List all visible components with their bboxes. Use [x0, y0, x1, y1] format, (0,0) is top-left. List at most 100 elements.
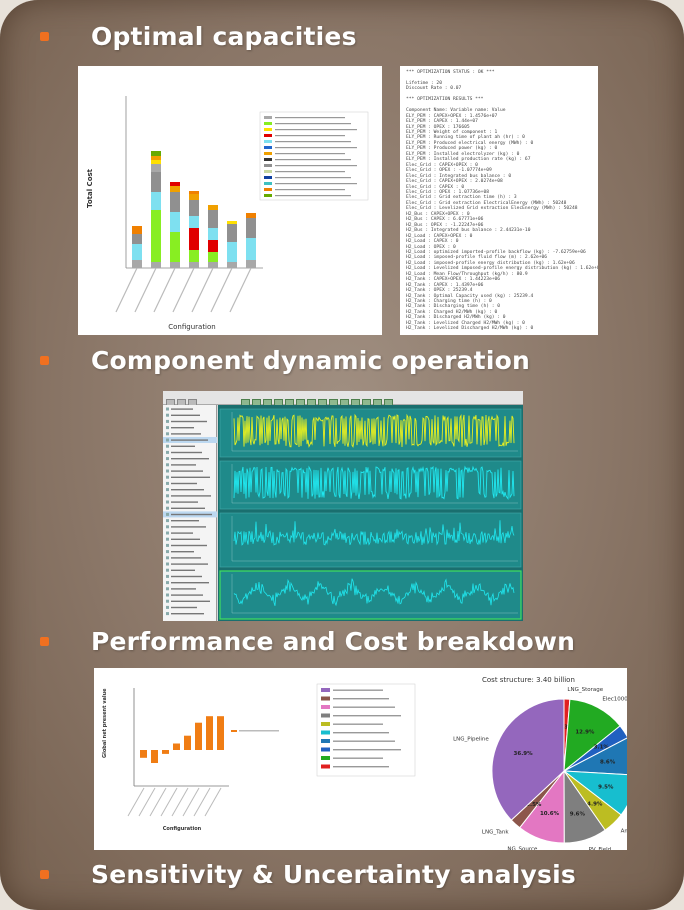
pie-slice-label: Ammonia_Cycle	[621, 828, 627, 834]
cost-legend-entry	[275, 195, 351, 197]
cost-bar-segment	[151, 172, 161, 192]
cost-legend-entry	[275, 171, 345, 173]
tree-item[interactable]	[171, 408, 193, 410]
cost-legend-swatch	[264, 158, 272, 161]
log-line: ELY_PEM : Running time of plant ah (hr) …	[406, 135, 525, 141]
tree-item[interactable]	[171, 414, 200, 416]
tree-item[interactable]	[171, 458, 209, 460]
tree-item[interactable]	[171, 476, 210, 478]
log-line: Lifetime : 20	[406, 80, 442, 86]
cost-bar-segment	[246, 218, 256, 238]
log-line: *** OPTIMIZATION RESULTS ***	[406, 97, 484, 103]
tree-item[interactable]	[171, 420, 207, 423]
pie-legend-swatch	[321, 713, 330, 718]
log-line: H2_Tank : CAPEX+OPEX : 1.44223e+06	[406, 277, 501, 283]
tree-item[interactable]	[171, 464, 196, 466]
tree-item[interactable]	[171, 557, 201, 559]
pie-pct-label: 36.9%	[514, 751, 534, 757]
tree-item[interactable]	[171, 613, 204, 615]
pie-legend-swatch	[321, 696, 330, 701]
dynamic-operation-screenshot	[163, 391, 523, 621]
tree-item[interactable]	[171, 563, 208, 565]
log-line: H2_Bus : Integrated bus balance : 2.4423…	[406, 228, 531, 234]
perf-tick-label	[204, 787, 222, 817]
log-line: Elec_Grid : CAPEX+OPEX : 0	[406, 162, 478, 168]
optimization-log-image: *** OPTIMIZATION STATUS : OK *** Lifetim…	[400, 66, 598, 335]
pie-legend-entry	[333, 766, 389, 768]
pie-legend-swatch	[321, 688, 330, 692]
tree-item[interactable]	[171, 594, 203, 596]
pie-slice	[562, 737, 627, 776]
tree-item[interactable]	[171, 600, 210, 602]
tree-item[interactable]	[171, 526, 206, 528]
log-line: H2_Bus : CAPEX : 6.67771e+06	[406, 217, 484, 223]
tree-item[interactable]	[171, 445, 195, 447]
tree-item[interactable]	[171, 489, 204, 491]
tree-item[interactable]	[171, 551, 194, 553]
tree-item[interactable]	[171, 520, 199, 522]
pie-slice-label: LNG_Pipeline	[453, 736, 489, 742]
cost-bar-segment	[151, 262, 161, 268]
cost-tick-label	[229, 267, 252, 313]
cost-legend-entry	[275, 147, 357, 149]
cost-tick-label	[134, 267, 157, 313]
perf-chart-xlabel: Configuration	[163, 826, 202, 832]
pie-slice-label: PV_Field	[589, 847, 612, 850]
tree-item[interactable]	[171, 544, 207, 547]
log-line: H2_Load : imposed-profile fluid flow (m)…	[406, 255, 548, 261]
perf-tick-label	[160, 787, 178, 817]
trace-panel[interactable]	[219, 570, 522, 620]
cost-bar-segment	[189, 216, 199, 228]
cost-legend-swatch	[264, 176, 272, 179]
tree-item[interactable]	[171, 433, 201, 435]
tree-item[interactable]	[171, 501, 198, 503]
log-line: H2_Bus : OPEX : -1.22247e+06	[406, 222, 484, 228]
tree-item[interactable]	[171, 507, 205, 509]
tree-item[interactable]	[171, 439, 208, 441]
log-line: ELY_PEM : CAPEX+OPEX : 1.4576e+07	[406, 113, 498, 119]
log-line: ELY_PEM : OPEX : 176605	[406, 124, 470, 130]
variable-tree[interactable]	[163, 405, 217, 621]
pie-legend-swatch	[321, 705, 330, 709]
cost-bar-segment	[208, 262, 218, 268]
trace-line	[233, 465, 515, 500]
log-line: H2_Load : CAPEX : 0	[406, 239, 459, 245]
tree-item[interactable]	[171, 513, 212, 516]
trace-line	[233, 413, 515, 448]
cost-bar-segment	[227, 242, 237, 262]
perf-tick-label	[138, 787, 156, 817]
tree-item[interactable]	[171, 582, 209, 584]
pie-legend-swatch	[321, 747, 330, 752]
cost-legend-box	[259, 111, 369, 201]
tree-item[interactable]	[171, 427, 194, 429]
tree-item[interactable]	[171, 538, 200, 540]
pie-pct-label: 8.6%	[600, 760, 616, 766]
tree-item[interactable]	[171, 606, 197, 609]
section-title: Sensitivity & Uncertainty analysis	[91, 860, 576, 889]
pie-legend-swatch	[321, 739, 330, 743]
perf-bar	[140, 750, 147, 758]
log-line: H2_Tank : Levelized Charged H2/MWh (kg) …	[406, 320, 525, 326]
tree-item[interactable]	[171, 588, 196, 590]
pie-pct-label: 3.1%	[594, 745, 610, 751]
log-line: Elec_Grid : Integrated bus balance : 0	[406, 173, 512, 179]
log-line: Elec_Grid : OPEX : -1.07774e+09	[406, 168, 492, 174]
tree-item[interactable]	[171, 451, 202, 454]
cost-bar-segment	[208, 228, 218, 240]
tree-item[interactable]	[171, 569, 195, 571]
cost-legend-swatch	[264, 152, 272, 155]
cost-bar-segment	[208, 240, 218, 252]
log-line: ELY_PEM : CAPEX : 1.44e+07	[406, 119, 478, 125]
tree-item[interactable]	[171, 575, 202, 578]
cost-bar-segment	[189, 200, 199, 216]
log-line: ELY_PEM : Produced power (kg) : 0	[406, 146, 498, 152]
cost-bar-segment	[132, 226, 142, 234]
tree-item[interactable]	[171, 470, 203, 472]
log-line: H2_Load : Levelized imposed-profile ener…	[406, 266, 598, 272]
tree-item[interactable]	[171, 482, 197, 485]
tree-item[interactable]	[171, 495, 211, 497]
cost-bar-segment	[151, 164, 161, 172]
pie-legend-entry	[333, 740, 395, 742]
cost-tick-label	[191, 267, 214, 313]
tree-item[interactable]	[171, 532, 193, 534]
